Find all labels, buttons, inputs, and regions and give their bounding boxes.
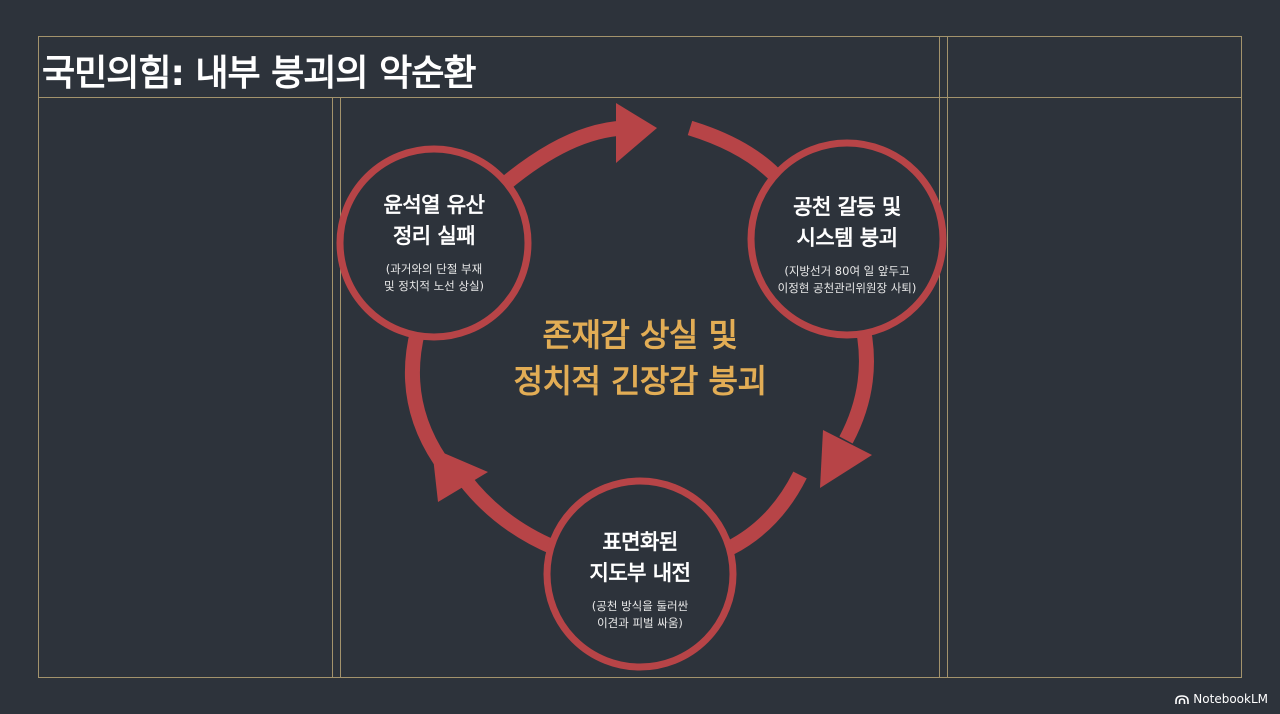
cycle-arc-bottom-left: [459, 475, 558, 555]
node-detail-line2: 이견과 피벌 싸움): [597, 616, 683, 630]
node-circle-1: [336, 145, 532, 341]
cycle-nodes: [336, 139, 947, 671]
node-detail-line1: (과거와의 단절 부재: [385, 262, 483, 276]
node-label-line1: 윤석열 유산: [383, 193, 485, 217]
arrowhead-top: [616, 103, 657, 163]
node-detail-line2: 및 정치적 노선 상실): [383, 279, 485, 293]
cycle-center-label: 존재감 상실 및 정치적 긴장감 붕괴: [440, 312, 840, 404]
center-label-line1: 존재감 상실 및: [542, 316, 738, 354]
cycle-arc-bottom-right: [726, 471, 807, 555]
node-label-line2: 시스템 붕괴: [796, 226, 898, 250]
cycle-arc-top-right: [687, 120, 781, 181]
cycle-arc-top: [500, 120, 626, 190]
node-label-line2: 정리 실패: [392, 224, 476, 248]
arrowhead-left: [432, 448, 488, 502]
notebooklm-logo-icon: [1175, 694, 1190, 704]
arrowhead-right: [820, 430, 872, 488]
brand-name: NotebookLM: [1193, 692, 1268, 706]
node-detail-line1: (지방선거 80여 일 앞두고: [784, 264, 910, 278]
cycle-node-leadership-war: 표면화된 지도부 내전 (공천 방식을 둘러싼 이견과 피벌 싸움): [550, 527, 730, 632]
cycle-node-nomination-conflict: 공천 갈등 및 시스템 붕괴 (지방선거 80여 일 앞두고 이정현 공천관리위…: [757, 192, 937, 297]
slide-frame: [38, 36, 1242, 678]
brand-watermark: NotebookLM: [1175, 692, 1268, 706]
node-detail-line1: (공천 방식을 둘러싼: [591, 599, 689, 613]
cycle-arrowheads: [432, 103, 872, 502]
node-circle-3: [543, 477, 737, 671]
page-title: 국민의힘: 내부 붕괴의 악순환: [42, 53, 476, 94]
node-detail-line2: 이정현 공천관리위원장 사퇴): [777, 281, 917, 295]
node-label-line2: 지도부 내전: [589, 561, 691, 585]
node-label-line1: 표면화된: [602, 530, 678, 554]
cycle-node-legacy-failure: 윤석열 유산 정리 실패 (과거와의 단절 부재 및 정치적 노선 상실): [344, 190, 524, 295]
cycle-arc-left: [404, 328, 447, 465]
node-circle-2: [747, 139, 947, 339]
center-label-line2: 정치적 긴장감 붕괴: [513, 362, 767, 400]
node-label-line1: 공천 갈등 및: [793, 195, 901, 219]
